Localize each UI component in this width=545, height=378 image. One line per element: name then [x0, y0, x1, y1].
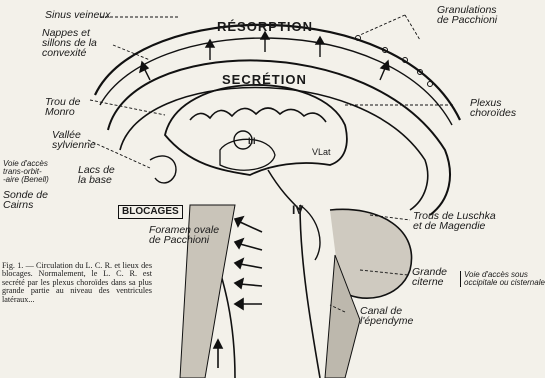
label-ventricle-iv: IV: [292, 205, 303, 215]
figure-caption: Fig. 1. — Circulation du L. C. R. et lie…: [2, 262, 152, 304]
label-canal: Canal de l'épendyme: [360, 306, 413, 326]
label-plexus: Plexus choroïdes: [470, 98, 516, 118]
label-blocages: BLOCAGES: [118, 205, 183, 219]
label-voie-acces: Voie d'accès trans-orbit- -aire (Benell): [3, 160, 49, 184]
label-sonde: Sonde de Cairns: [3, 190, 48, 210]
sylvian-valley: [150, 156, 176, 183]
label-trou-monro: Trou de Monro: [45, 97, 80, 117]
label-lacs: Lacs de la base: [78, 165, 115, 185]
label-trous-luschka: Trous de Luschka et de Magendie: [413, 211, 496, 231]
label-vlat: VLat: [312, 147, 331, 157]
lateral-ventricle: [165, 85, 347, 175]
label-sinus-veineux: Sinus veineux: [45, 10, 110, 20]
choroid-plexus: [190, 108, 326, 122]
label-secretion: SECRÉTION: [222, 75, 307, 85]
label-granulations: Granulations de Pacchioni: [437, 5, 497, 25]
brainstem-right: [300, 205, 320, 378]
label-voie-citerne: Voie d'accès sous occipitale ou cisterna…: [460, 271, 545, 287]
label-ventricle-iii: III: [248, 136, 256, 146]
label-vallee: Vallée sylvienne: [52, 130, 96, 150]
label-resorption: RÉSORPTION: [217, 22, 313, 32]
brain-outline: [120, 88, 428, 211]
label-nappes: Nappes et sillons de la convexité: [42, 28, 97, 58]
label-grande-citerne: Grande citerne: [412, 267, 447, 287]
label-foramen: Foramen ovale de Pacchioni: [149, 225, 219, 245]
